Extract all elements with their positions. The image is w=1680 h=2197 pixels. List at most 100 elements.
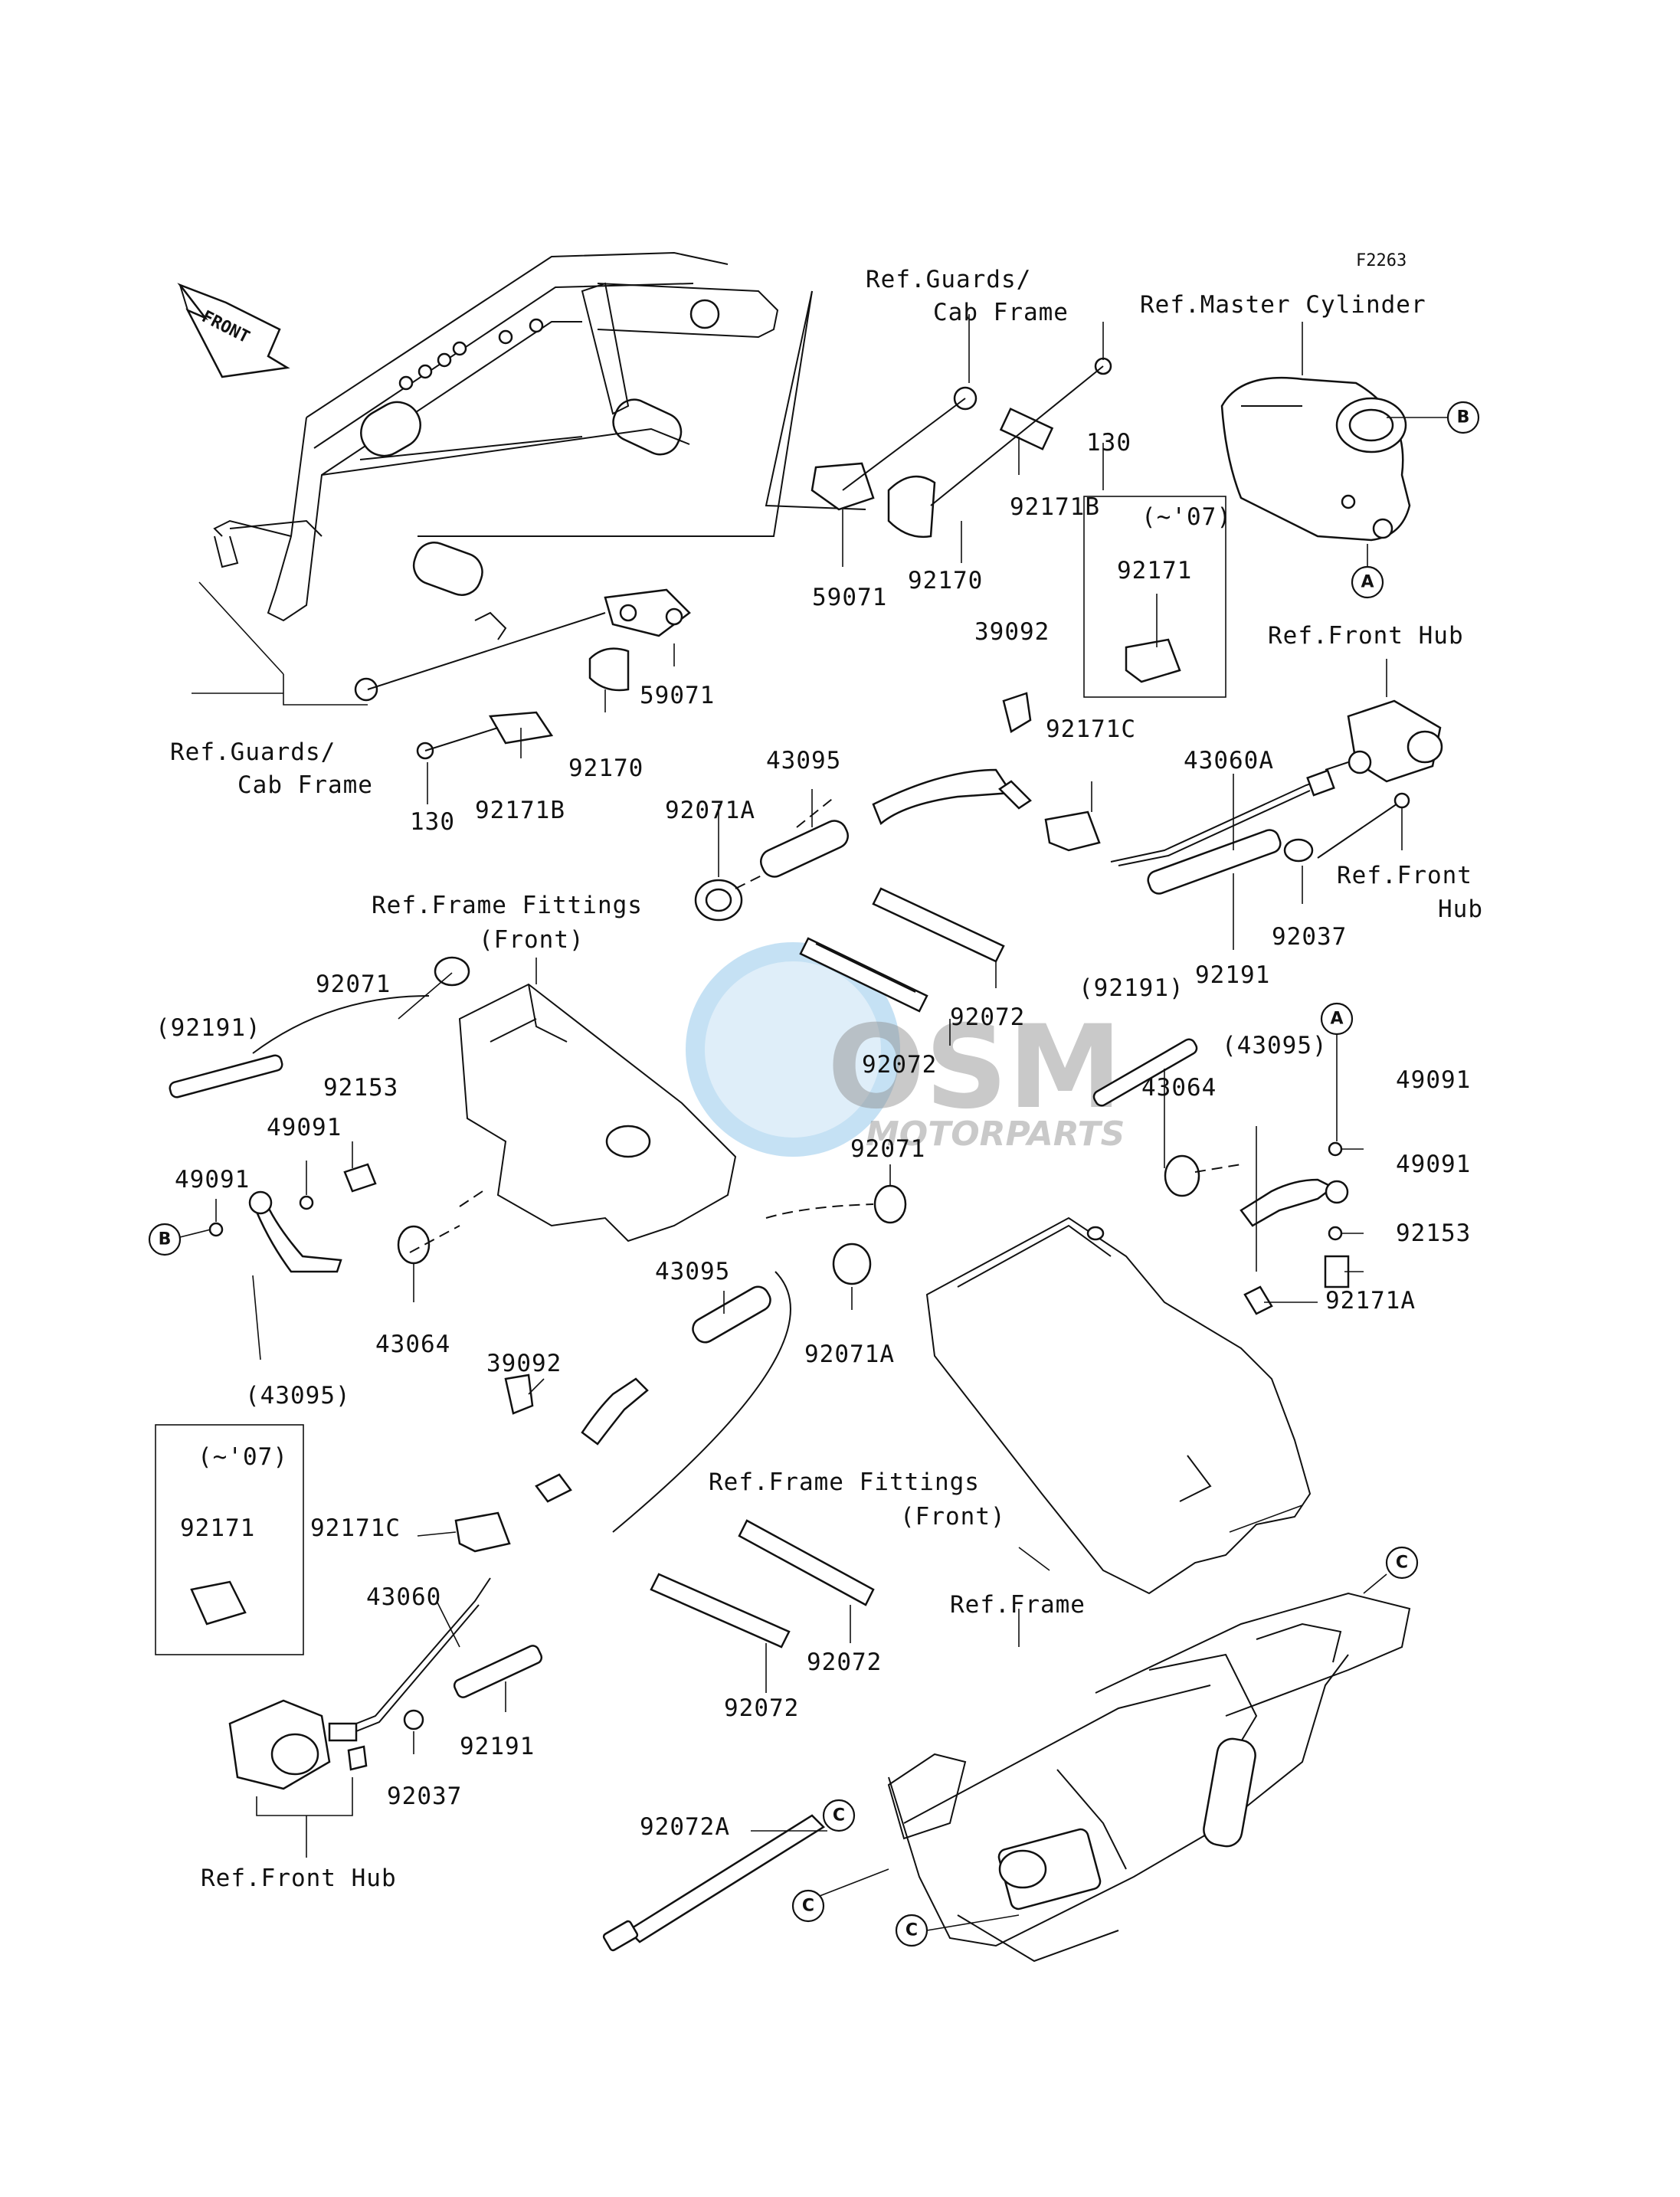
part-92171b-top: 92171B	[1010, 493, 1100, 521]
ref-frame: Ref.Frame	[950, 1591, 1086, 1619]
svg-text:A: A	[1330, 1010, 1343, 1029]
clamp-92171-left-drawing	[190, 1580, 247, 1626]
part-92191-paren-mid: (92191)	[1079, 974, 1184, 1002]
part-92171c-top: 92171C	[1046, 715, 1136, 743]
master-cylinder-drawing	[1220, 376, 1411, 542]
part-92170-top: 92170	[908, 567, 983, 594]
part-92072-d: 92072	[724, 1694, 799, 1722]
svg-text:B: B	[1457, 408, 1470, 427]
front-hub-bottom-drawing	[228, 1577, 543, 1790]
part-92072-c: 92072	[807, 1649, 882, 1676]
part-39092-top: 39092	[974, 618, 1050, 646]
ref-frame-fittings-bottom-line2: (Front)	[900, 1503, 1006, 1531]
ref-guards-cab-left-line2: Cab Frame	[237, 771, 373, 799]
part-92171a: 92171A	[1325, 1287, 1416, 1315]
part-92191-right: 92191	[1195, 961, 1270, 989]
part-49091-r1: 49091	[1396, 1066, 1471, 1094]
part-92071a-bottom: 92071A	[804, 1341, 895, 1368]
variant-box-top	[1083, 496, 1226, 698]
callouts: B A A B C C C C	[148, 401, 1480, 1947]
part-92071-mid: 92071	[850, 1135, 925, 1163]
leader-lines	[179, 314, 1448, 1931]
svg-text:C: C	[833, 1806, 845, 1825]
figure-code: F2263	[1356, 251, 1407, 270]
part-43095-bottom: 43095	[655, 1258, 730, 1285]
ref-front-hub-bottom: Ref.Front Hub	[201, 1865, 397, 1892]
watermark: OSM MOTORPARTS	[686, 942, 1125, 1157]
ref-front-hub-top: Ref.Front Hub	[1268, 622, 1464, 650]
watermark-logo-text: OSM	[827, 1001, 1122, 1135]
ref-front-hub-right-line1: Ref.Front	[1337, 862, 1472, 889]
part-92071-top: 92071	[316, 971, 391, 998]
part-92170-left: 92170	[568, 755, 644, 782]
part-59071-top: 59071	[812, 584, 887, 611]
part-92153-right: 92153	[1396, 1220, 1471, 1247]
front-arrow-icon: FRONT	[177, 283, 290, 378]
part-49091-l2: 49091	[175, 1166, 250, 1193]
ref-guards-cab-top-line1: Ref.Guards/	[866, 266, 1031, 293]
ref-frame-fittings-top-line1: Ref.Frame Fittings	[372, 892, 643, 919]
svg-text:C: C	[1396, 1554, 1408, 1573]
frame-fittings-left-drawing	[458, 983, 737, 1243]
part-43064-left: 43064	[375, 1331, 450, 1358]
part-43095-paren-right: (43095)	[1222, 1032, 1328, 1059]
ref-frame-fittings-bottom-line1: Ref.Frame Fittings	[709, 1468, 980, 1496]
frame-drawing	[887, 1592, 1411, 1963]
part-92171-box-top: 92171	[1117, 557, 1192, 584]
callout-a-master	[1351, 565, 1384, 599]
frame-fittings-center-drawing	[925, 1216, 1312, 1595]
part-92171b-left: 92171B	[475, 797, 565, 824]
part-92153-left: 92153	[323, 1074, 398, 1102]
part-43095-top: 43095	[766, 747, 841, 774]
part-92072-b: 92072	[862, 1051, 937, 1079]
ref-guards-cab-left-line1: Ref.Guards/	[170, 738, 336, 766]
ref-frame-fittings-top-line2: (Front)	[479, 926, 585, 954]
variant-label-top: (~'07)	[1141, 503, 1232, 531]
variant-box-left	[155, 1424, 304, 1655]
part-43060: 43060	[366, 1583, 441, 1611]
svg-text:A: A	[1361, 573, 1374, 592]
part-92191-paren-left: (92191)	[156, 1014, 261, 1042]
svg-text:B: B	[159, 1230, 172, 1249]
svg-text:C: C	[802, 1897, 814, 1916]
variant-label-left: (~'07)	[198, 1443, 288, 1471]
part-39092-bottom: 39092	[486, 1350, 562, 1377]
brake-hose-top	[694, 768, 1282, 922]
cable-ties-top	[799, 887, 1005, 1013]
watermark-subtext: MOTORPARTS	[866, 1115, 1125, 1154]
part-43095-paren-left: (43095)	[245, 1382, 351, 1410]
reference-labels: Ref.Guards/ Cab Frame Ref.Master Cylinde…	[170, 266, 1483, 1892]
callout-c-frame-top	[1385, 1546, 1419, 1580]
bracket-assembly-top	[811, 357, 1112, 539]
part-92072-a: 92072	[950, 1004, 1025, 1031]
part-number-labels: 130 92171B 59071 92170 92171 39092 92171…	[156, 429, 1471, 1841]
clamps-top	[1002, 692, 1101, 852]
part-92171c-bottom: 92171C	[310, 1514, 401, 1542]
front-hub-top-drawing	[1110, 699, 1443, 866]
callout-c-frame-bottom	[895, 1914, 928, 1947]
part-92037-bottom: 92037	[387, 1783, 462, 1810]
svg-text:C: C	[905, 1921, 918, 1940]
ref-front-hub-right-line2: Hub	[1438, 895, 1483, 923]
part-43060a: 43060A	[1184, 747, 1274, 774]
callout-b-master	[1446, 401, 1480, 434]
brake-hose-right	[1092, 1038, 1350, 1315]
guards-cab-frame-drawing	[213, 251, 866, 640]
part-92072a: 92072A	[640, 1813, 730, 1841]
brake-hose-left	[169, 956, 470, 1273]
callout-a-right	[1320, 1002, 1354, 1036]
part-49091-l1: 49091	[267, 1114, 342, 1141]
brake-hose-bottom	[454, 1184, 907, 1553]
part-130-top: 130	[1086, 429, 1131, 457]
ref-guards-cab-top-line2: Cab Frame	[933, 299, 1069, 326]
callout-c-tie	[822, 1799, 856, 1832]
part-59071-left: 59071	[640, 682, 715, 709]
part-43064-right: 43064	[1141, 1074, 1217, 1102]
part-49091-r2: 49091	[1396, 1151, 1471, 1178]
callout-b-left	[148, 1223, 182, 1256]
bracket-assembly-left	[354, 588, 691, 760]
clamp-92171-top-drawing	[1125, 638, 1181, 683]
watermark-globe-icon	[686, 942, 900, 1157]
cable-ties-bottom	[602, 1519, 875, 1952]
